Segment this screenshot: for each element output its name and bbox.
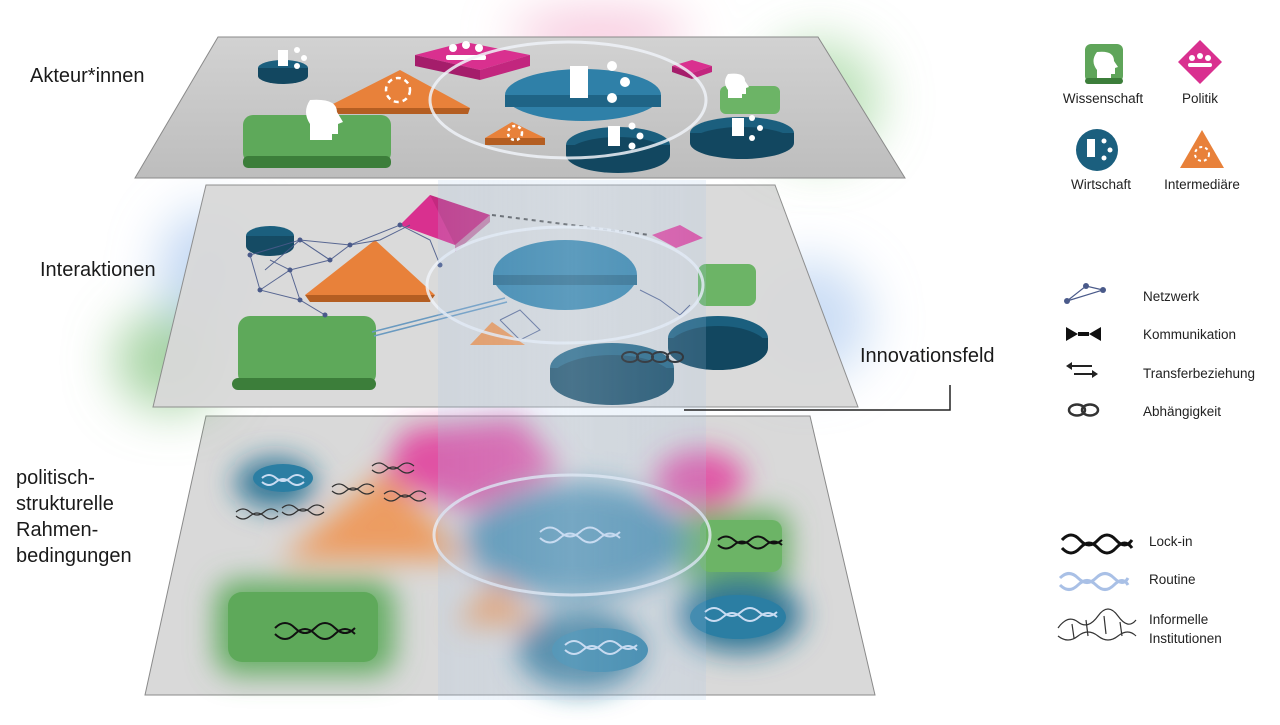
transfer-legend-icon bbox=[1066, 362, 1098, 378]
legend-dependency-label: Abhängigkeit bbox=[1143, 404, 1222, 419]
legend-routine-label: Routine bbox=[1149, 572, 1196, 587]
routine-legend-icon bbox=[1058, 572, 1130, 591]
legend-science-label: Wissenschaft bbox=[1062, 91, 1144, 106]
legend-communication-label: Kommunikation bbox=[1143, 327, 1237, 342]
framework-label-line: strukturelle bbox=[16, 493, 114, 515]
lockin-legend-icon bbox=[1060, 533, 1134, 555]
legend-politics-label: Politik bbox=[1181, 91, 1218, 106]
framework-label-line: bedingungen bbox=[16, 545, 132, 567]
communication-legend-icon bbox=[1066, 327, 1101, 341]
legend-informal-line: Informelle bbox=[1149, 612, 1209, 627]
dependency-legend-icon bbox=[1067, 403, 1100, 417]
framework-layer-label: politisch- strukturelle Rahmen- bedingun… bbox=[16, 465, 132, 569]
interactions-layer-label: Interaktionen bbox=[40, 259, 156, 281]
legend-informal-label: Informelle Institutionen bbox=[1149, 610, 1222, 648]
network-legend-icon bbox=[1064, 283, 1106, 304]
legend-icons bbox=[1057, 40, 1224, 641]
legend-lockin-label: Lock-in bbox=[1149, 534, 1193, 549]
actors-layer-label: Akteur*innen bbox=[30, 65, 145, 87]
legend-transfer-label: Transferbeziehung bbox=[1143, 366, 1256, 381]
actors-plane bbox=[134, 13, 906, 179]
legend-intermediaries-label: Intermediäre bbox=[1164, 177, 1240, 192]
framework-label-line: Rahmen- bbox=[16, 519, 99, 541]
legend-network-label: Netzwerk bbox=[1143, 289, 1200, 304]
innovation-column bbox=[438, 180, 706, 700]
framework-label-line: politisch- bbox=[16, 467, 95, 489]
intermediaries-legend-icon bbox=[1180, 130, 1224, 168]
innovation-pointer bbox=[684, 385, 951, 411]
science-legend-icon bbox=[1085, 44, 1123, 84]
informal-institutions-legend-icon bbox=[1057, 608, 1137, 641]
economy-legend-icon bbox=[1076, 129, 1118, 171]
legend-informal-line: Institutionen bbox=[1149, 631, 1222, 646]
politics-legend-icon bbox=[1178, 40, 1222, 84]
innovation-field-label: Innovationsfeld bbox=[860, 345, 995, 367]
legend-economy-label: Wirtschaft bbox=[1070, 177, 1131, 192]
